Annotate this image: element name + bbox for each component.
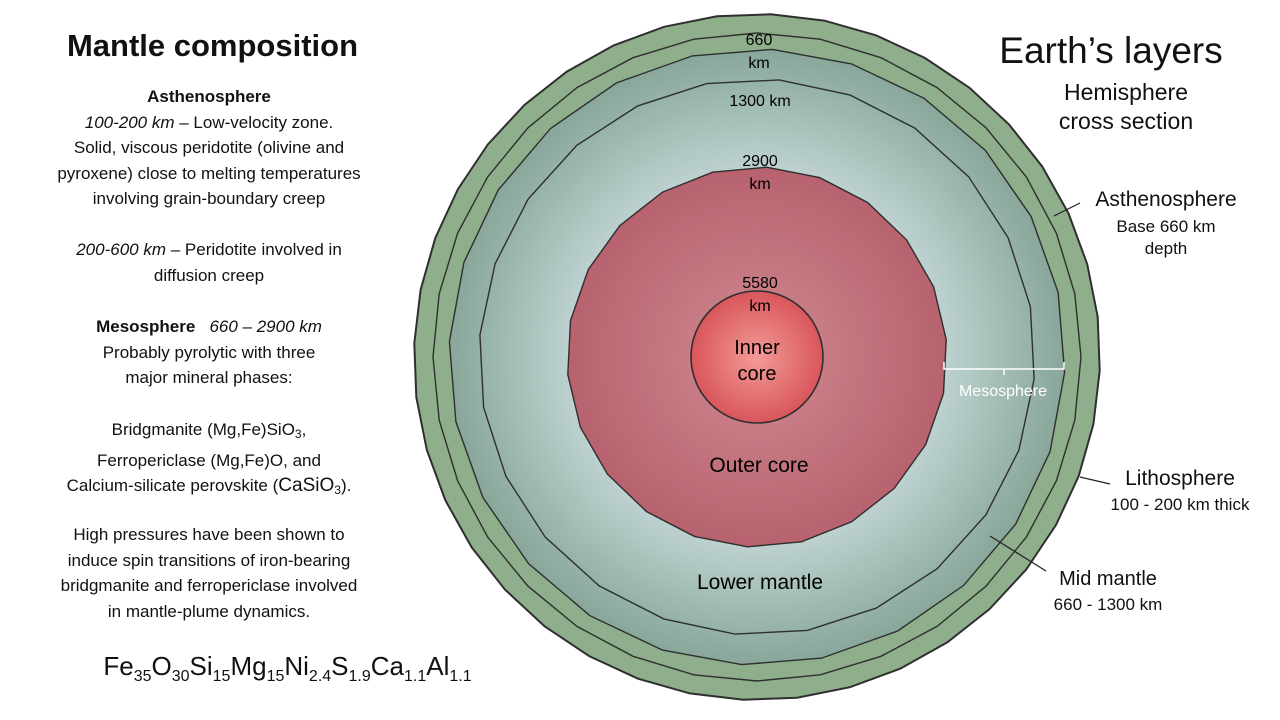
- formula-element: Fe: [103, 651, 134, 681]
- formula-element: Al: [426, 651, 450, 681]
- formula-element: Mg: [230, 651, 267, 681]
- earths-layers-title: Earth’s layers: [999, 30, 1223, 71]
- layer-shapes: [413, 13, 1101, 701]
- perovskite-text: Calcium-silicate perovskite (: [66, 476, 279, 495]
- depth-label-660-unit: km: [748, 55, 769, 72]
- asthenosphere-callout-line: [1053, 202, 1081, 217]
- asthenosphere-line-5: 200-600 km – Peridotite involved in: [20, 237, 398, 263]
- mantle-composition-title: Mantle composition: [66, 28, 359, 63]
- formula-subscript: 2.4: [308, 668, 332, 686]
- inner-core-label-2: core: [738, 363, 777, 385]
- lower-mantle-label: Lower mantle: [697, 571, 823, 594]
- subtitle-line-1: Hemisphere: [1064, 79, 1188, 105]
- pressure-line-2: induce spin transitions of iron-bearing: [67, 550, 351, 570]
- lithosphere-callout: Lithosphere 100 - 200 km thick: [1088, 467, 1272, 516]
- asthenosphere-line-1: 100-200 km – Low-velocity zone.: [20, 110, 398, 136]
- perovskite-formula: CaSiO: [278, 475, 335, 496]
- subtitle-line-2: cross section: [1058, 108, 1194, 134]
- formula-subscript: 1.9: [348, 668, 371, 686]
- bridgmanite-subscript: 3: [294, 427, 302, 441]
- formula-subscript: 1.1: [449, 668, 472, 686]
- perovskite-end: ).: [340, 476, 352, 495]
- mineral-phases: Bridgmanite (Mg,Fe)SiO3, Ferropericlase …: [20, 417, 398, 504]
- formula-subscript: 15: [266, 668, 285, 686]
- asthenosphere-depth-2: 200-600 km: [76, 240, 166, 259]
- asthenosphere-text-5: – Peridotite involved in: [166, 240, 342, 259]
- mantle-chemical-formula: Fe35O30Si15Mg15Ni2.4S1.9Ca1.1Al1.1: [0, 651, 575, 686]
- inner-core-layer: [690, 290, 824, 424]
- formula-subscript: 15: [212, 668, 231, 686]
- formula-element: Ca: [370, 651, 405, 681]
- perovskite-subscript: 3: [334, 483, 341, 497]
- mesosphere-heading: Mesosphere: [96, 317, 196, 336]
- midmantle-callout: Mid mantle 660 - 1300 km: [1030, 568, 1186, 616]
- asthenosphere-heading: Asthenosphere: [147, 87, 271, 106]
- mesosphere-label: Mesosphere: [959, 383, 1047, 400]
- inner-core-label-1: Inner: [734, 337, 780, 359]
- mineral-line-2: Ferropericlase (Mg,Fe)O, and: [97, 450, 321, 470]
- midmantle-callout-title: Mid mantle: [1059, 568, 1157, 590]
- mesosphere-depth: 660 – 2900 km: [209, 317, 322, 336]
- formula-subscript: 1.1: [404, 668, 427, 686]
- depth-label-1300: 1300 km: [729, 93, 790, 110]
- asthenosphere-text-6: diffusion creep: [153, 265, 265, 285]
- midmantle-callout-line: [989, 535, 1047, 572]
- lithosphere-callout-sub: 100 - 200 km thick: [1110, 495, 1250, 514]
- asthenosphere-deep-description: 200-600 km – Peridotite involved in diff…: [20, 237, 398, 288]
- lithosphere-callout-title: Lithosphere: [1125, 467, 1235, 490]
- formula-element: Ni: [284, 651, 309, 681]
- outer-core-label: Outer core: [709, 454, 808, 477]
- pressure-line-3: bridgmanite and ferropericlase involved: [60, 576, 358, 595]
- depth-label-2900-unit: km: [749, 176, 770, 193]
- bridgmanite-text: Bridgmanite (Mg,Fe)SiO: [111, 420, 295, 439]
- asthenosphere-depth-1: 100-200 km: [84, 112, 175, 132]
- bridgmanite-end: ,: [301, 420, 307, 439]
- formula-element: Si: [189, 651, 213, 681]
- mesosphere-description: Mesosphere 660 – 2900 km Probably pyroly…: [20, 314, 398, 391]
- asthenosphere-callout-sub-2: depth: [1144, 239, 1188, 258]
- asthenosphere-text-3: pyroxene) close to melting temperatures: [57, 163, 361, 183]
- mesosphere-text-1: Probably pyrolytic with three: [102, 342, 316, 362]
- formula-subscript: 35: [133, 668, 152, 686]
- pressure-line-1: High pressures have been shown to: [73, 525, 345, 544]
- asthenosphere-text-1: – Low-velocity zone.: [174, 112, 334, 132]
- formula-subscript: 30: [171, 668, 190, 686]
- formula-element: O: [151, 651, 172, 681]
- midmantle-callout-sub: 660 - 1300 km: [1053, 595, 1163, 614]
- asthenosphere-text-2: Solid, viscous peridotite (olivine and: [73, 138, 345, 157]
- asthenosphere-callout-sub-1: Base 660 km: [1116, 217, 1216, 236]
- depth-label-5580-unit: km: [749, 298, 770, 315]
- mesosphere-bracket: [943, 362, 1065, 375]
- asthenosphere-callout-title: Asthenosphere: [1095, 188, 1237, 211]
- asthenosphere-text-4: involving grain-boundary creep: [92, 189, 326, 208]
- mesosphere-heading-line: Mesosphere 660 – 2900 km: [20, 314, 398, 340]
- mesosphere-text-2: major mineral phases:: [125, 368, 293, 387]
- pressure-description: High pressures have been shown to induce…: [20, 522, 398, 624]
- lithosphere-callout-line: [1079, 476, 1111, 485]
- mineral-line-3: Calcium-silicate perovskite (CaSiO3).: [20, 473, 398, 504]
- depth-label-5580: 5580: [742, 275, 778, 292]
- formula-element: S: [331, 651, 349, 681]
- depth-label-660: 660: [746, 32, 773, 49]
- pressure-line-4: in mantle-plume dynamics.: [107, 601, 311, 621]
- depth-label-2900: 2900: [742, 153, 778, 170]
- earths-layers-subtitle: Hemisphere cross section: [1010, 78, 1242, 136]
- asthenosphere-description: Asthenosphere 100-200 km – Low-velocity …: [20, 84, 398, 212]
- asthenosphere-callout: Asthenosphere Base 660 km depth: [1074, 188, 1258, 260]
- mineral-line-1: Bridgmanite (Mg,Fe)SiO3,: [20, 417, 398, 448]
